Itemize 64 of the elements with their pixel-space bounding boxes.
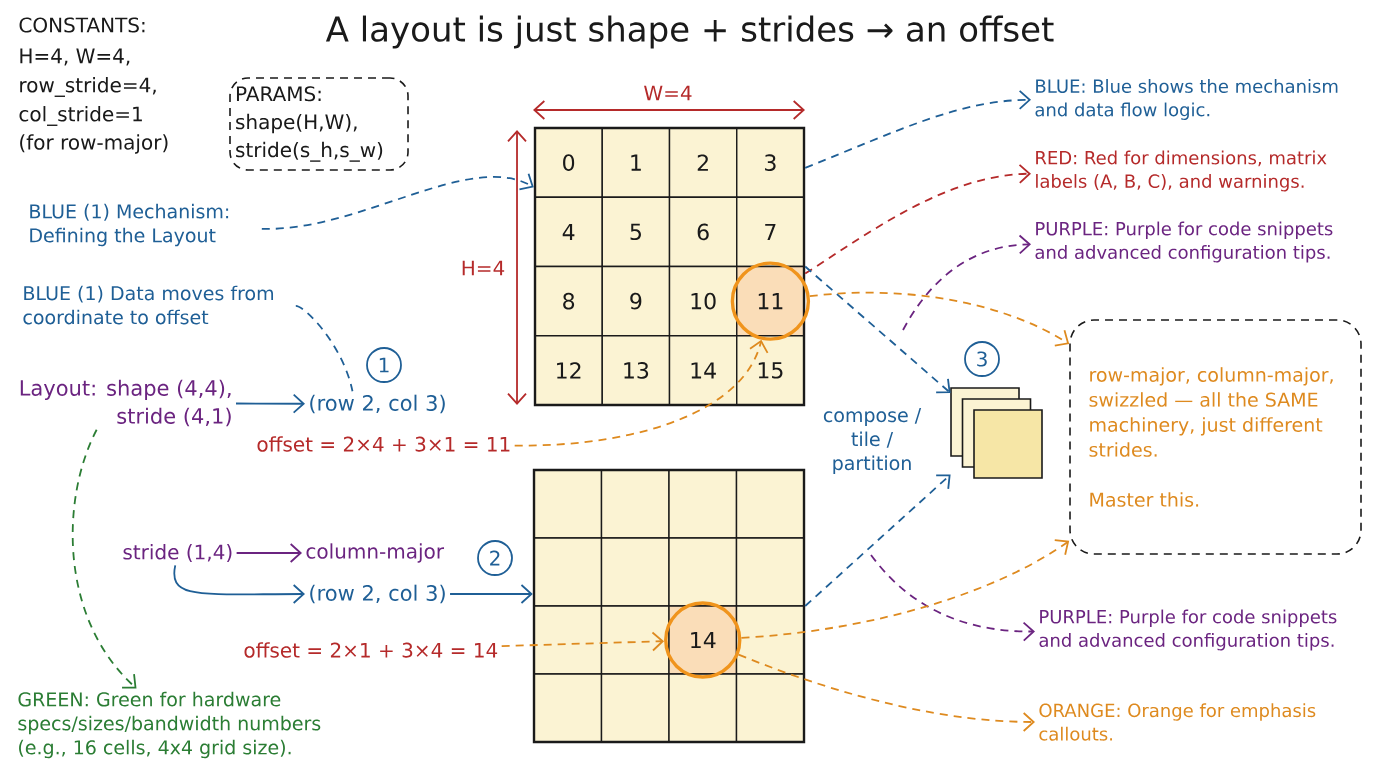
constant-text: (for row-major) [20, 134, 168, 154]
arrow [500, 631, 665, 652]
cell-number: 1 [631, 154, 641, 171]
constant-text: CONSTANTS: [19, 17, 145, 33]
cell-number: 15 [758, 362, 783, 379]
cell-number: 3 [765, 154, 776, 171]
cell-number: 2 [697, 154, 708, 171]
constant-text: row_stride=4, [20, 77, 156, 97]
cell-number: 0 [563, 154, 575, 171]
cell-number: 13 [624, 362, 649, 379]
callout-number: 1 [366, 347, 402, 383]
arrow [173, 564, 305, 604]
code-text: column-major [306, 543, 444, 563]
arrow [513, 339, 769, 447]
arrow [804, 90, 1031, 169]
constant-text: H=4, W=4, [20, 48, 130, 66]
annotation: ORANGE: Orange for emphasis callouts. [1039, 703, 1316, 741]
cell-number: 8 [563, 292, 575, 310]
annotation: RED: Red for dimensions, matrix labels (A, B, C), and warnings. [1036, 150, 1327, 192]
tile-stack [950, 387, 1043, 479]
cell-number: 4 [562, 223, 575, 240]
cell-number: 6 [697, 223, 709, 241]
arrow [902, 234, 1031, 331]
cell-number: 9 [630, 292, 642, 310]
arrow [804, 163, 1031, 275]
callout-number: 2 [477, 540, 513, 576]
coordinate-text: (row 2, col 3) [310, 394, 445, 414]
arrow [870, 554, 1035, 642]
arrow [449, 584, 533, 604]
matrix-grid [533, 126, 806, 407]
dimension-label: H=4 [462, 260, 505, 276]
leader-line [294, 305, 354, 393]
title: A layout is just shape + strides → an offset [325, 15, 1054, 49]
annotation: PURPLE: Purple for code snippets and advanced configuration tips. [1035, 221, 1333, 263]
arrow [740, 539, 1070, 639]
arrow [808, 291, 1070, 347]
arrow [71, 428, 137, 689]
params-box: PARAMS: shape(H,W), stride(s_h,s_w) [229, 77, 409, 171]
annotation: BLUE: Blue shows the mechanism and data flow logic. [1035, 79, 1338, 120]
arrow [235, 543, 302, 563]
arrow [737, 653, 1035, 732]
arrow [260, 172, 534, 230]
coordinate-text: (row 2, col 3) [310, 584, 445, 604]
annotation: BLUE (1) Data moves from coordinate to offset [23, 285, 273, 325]
arrow [804, 474, 951, 607]
callout-number: 3 [964, 341, 1000, 377]
cell-number: 7 [765, 223, 776, 240]
formula: offset = 2×4 + 3×1 = 11 [257, 436, 510, 452]
matrix-grid [532, 468, 806, 744]
cell-number: 12 [557, 362, 581, 379]
dimension-label: W=4 [644, 85, 692, 101]
annotation: compose / tile / partition [823, 408, 922, 474]
arrow [235, 393, 305, 414]
annotation: PURPLE: Purple for code snippets and advanced configuration tips. [1039, 609, 1337, 651]
code-text: Layout: shape (4,4), stride (4,1) [20, 379, 231, 427]
note-box: row-major, column-major, swizzled — all the SAME machinery, just different strides. Master this. [1069, 319, 1362, 555]
cell-number: 14 [691, 362, 716, 379]
cell-number: 5 [630, 223, 641, 241]
annotation: BLUE (1) Mechanism: Defining the Layout [30, 203, 229, 247]
annotation: GREEN: Green for hardware specs/sizes/bandwidth numbers (e.g., 16 cells, 4x4 grid size). [18, 691, 321, 759]
constant-text: col_stride=1 [19, 106, 142, 126]
formula: offset = 2×1 + 3×4 = 14 [244, 642, 498, 658]
arrow [804, 265, 951, 394]
code-text: stride (1,4) [123, 544, 232, 562]
